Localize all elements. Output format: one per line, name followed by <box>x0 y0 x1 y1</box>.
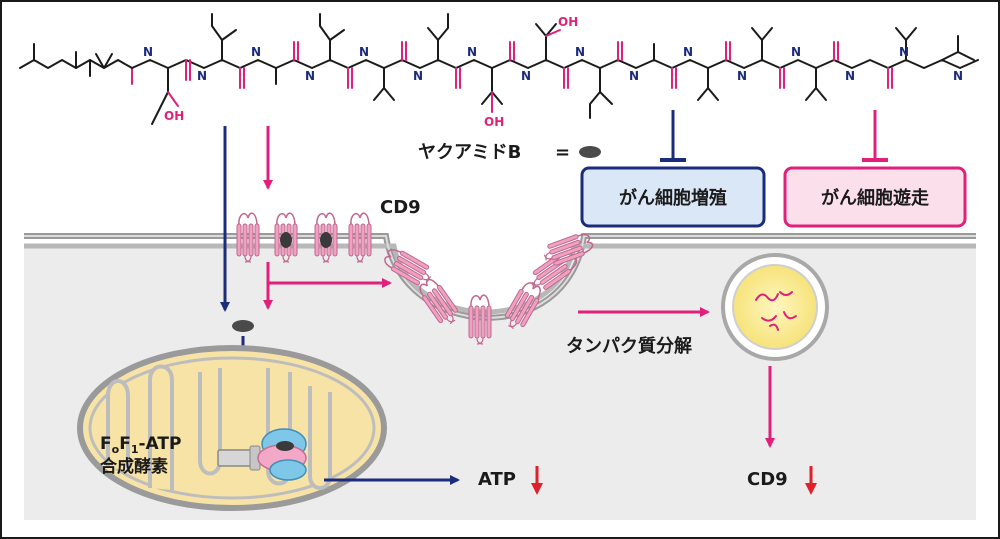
atom-n: N <box>845 69 855 83</box>
cd9-protein <box>236 212 260 263</box>
yakuamide-structure <box>19 13 979 125</box>
cd9-label: CD9 <box>380 197 421 218</box>
atom-n: N <box>575 45 585 59</box>
yakuamide-label: ヤクアミドB <box>418 142 521 163</box>
cd9-protein <box>504 282 541 330</box>
atom-n: N <box>683 45 693 59</box>
mitochondrion <box>77 345 387 511</box>
proliferation-box: がん細胞増殖 <box>580 166 766 228</box>
atom-n: N <box>791 45 801 59</box>
atom-n: N <box>629 69 639 83</box>
cd9-protein <box>314 212 338 263</box>
atom-oh: OH <box>558 15 578 29</box>
atom-oh: OH <box>484 115 504 129</box>
proliferation-label: がん細胞増殖 <box>619 187 727 209</box>
atp-synthase-label-line2: 合成酵素 <box>100 456 168 477</box>
atom-n: N <box>737 69 747 83</box>
atom-n: N <box>413 69 423 83</box>
atom-n: N <box>953 69 963 83</box>
cd9-protein <box>348 212 372 263</box>
migration-box: がん細胞遊走 <box>783 166 967 228</box>
inhibition-bars <box>660 110 888 162</box>
atom-n: N <box>359 45 369 59</box>
atom-n: N <box>305 69 315 83</box>
cd9-protein <box>384 249 432 286</box>
lysosome-vesicle <box>721 253 829 361</box>
atp-synthase-label-line1: FoF1-ATP <box>100 434 181 456</box>
equals-sign: = <box>555 142 570 163</box>
atom-n: N <box>467 45 477 59</box>
cd9-protein <box>543 233 594 266</box>
atp-result-label: ATP <box>478 469 516 490</box>
atom-n: N <box>251 45 261 59</box>
cd9-protein <box>274 212 298 263</box>
cd9-protein <box>468 294 492 345</box>
yakuamide-inside-cell <box>232 320 254 332</box>
atp-synthase-complex <box>217 428 307 481</box>
migration-label: がん細胞遊走 <box>821 187 929 209</box>
cd9-cluster <box>236 212 372 263</box>
atom-n: N <box>143 45 153 59</box>
internalized-cd9 <box>384 233 594 345</box>
atom-n: N <box>521 69 531 83</box>
cd9-protein <box>419 278 458 325</box>
atom-oh: OH <box>164 109 184 123</box>
atom-n: N <box>899 45 909 59</box>
yakuamide-symbol <box>579 146 601 158</box>
cd9-result-label: CD9 <box>747 469 788 490</box>
atom-n: N <box>197 69 207 83</box>
protein-degradation-label: タンパク質分解 <box>566 335 692 357</box>
atom-labels: N N N N N N N N N N N N N N N N OH OH OH <box>143 15 963 129</box>
